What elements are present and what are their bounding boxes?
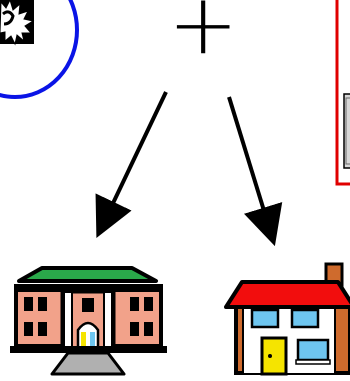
spiky-badge-icon — [0, 0, 35, 46]
box-content-icon — [343, 93, 350, 169]
left-input-oval — [0, 0, 79, 99]
right-input-box — [335, 0, 350, 186]
house-icon — [224, 262, 350, 376]
plus-operator: + — [168, 0, 239, 73]
arrow-to-house — [227, 96, 283, 247]
public-building-icon — [10, 266, 167, 376]
arrow-to-public-building — [95, 91, 168, 239]
